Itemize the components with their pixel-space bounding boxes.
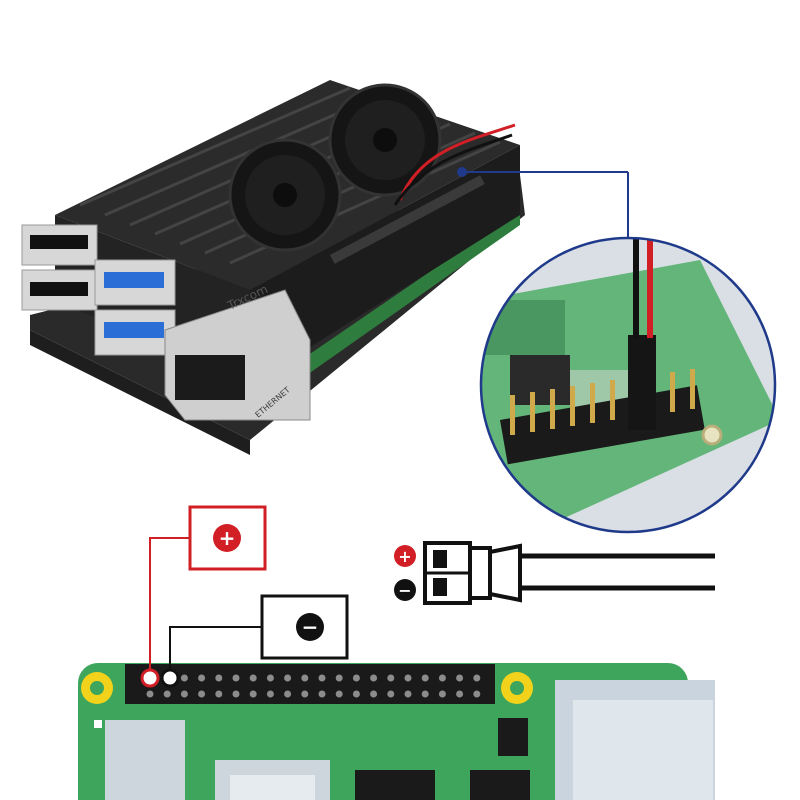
fan-icon bbox=[328, 83, 442, 197]
gpio-pin bbox=[266, 690, 274, 698]
gpio-pin bbox=[301, 674, 309, 682]
gpio-pin bbox=[473, 690, 481, 698]
heatsink-side bbox=[250, 145, 520, 385]
gpio-pin bbox=[404, 690, 412, 698]
case-bottom-edge bbox=[30, 330, 250, 455]
gpio-pin bbox=[456, 674, 464, 682]
plus-icon: + bbox=[213, 524, 241, 552]
negative-pin-marker bbox=[160, 668, 180, 688]
gpio-pin bbox=[198, 674, 206, 682]
zoom-detail bbox=[481, 238, 775, 532]
gpio-pin bbox=[318, 690, 326, 698]
gpio-pin bbox=[163, 690, 171, 698]
fan-icon bbox=[228, 138, 342, 252]
svg-text:+: + bbox=[398, 547, 411, 566]
negative-wire bbox=[160, 626, 262, 688]
gpio-pin bbox=[284, 690, 292, 698]
gpio-pin bbox=[335, 674, 343, 682]
gpio-header-diagram bbox=[125, 664, 495, 704]
gpio-pin bbox=[180, 674, 188, 682]
fan-wire-red bbox=[398, 123, 516, 201]
positive-label: + bbox=[188, 505, 267, 571]
gpio-pin bbox=[249, 690, 257, 698]
connector-plug-drawing bbox=[423, 541, 715, 605]
gpio-pin bbox=[387, 690, 395, 698]
positive-pin-marker bbox=[140, 668, 160, 688]
gpio-header bbox=[330, 175, 485, 264]
svg-text:−: − bbox=[398, 581, 411, 600]
gpio-pin bbox=[473, 674, 481, 682]
fan-wire-black bbox=[393, 133, 513, 206]
gpio-pin bbox=[352, 690, 360, 698]
gpio-pin bbox=[215, 674, 223, 682]
gpio-pin bbox=[318, 674, 326, 682]
negative-label: − bbox=[260, 594, 349, 660]
gpio-pin bbox=[438, 674, 446, 682]
zoom-fan-connector bbox=[628, 335, 656, 430]
gpio-pin bbox=[370, 674, 378, 682]
gpio-pin bbox=[301, 690, 309, 698]
usb-port-icon bbox=[21, 269, 98, 311]
gpio-pin bbox=[421, 674, 429, 682]
gpio-pin bbox=[266, 674, 274, 682]
zoom-ring bbox=[479, 236, 777, 534]
raspberry-pi-case-illustration: Trxcom ETHERNET bbox=[21, 80, 525, 455]
minus-icon: − bbox=[394, 579, 416, 601]
svg-text:−: − bbox=[302, 615, 319, 639]
svg-text:+: + bbox=[219, 526, 236, 550]
gpio-pin bbox=[232, 674, 240, 682]
minus-icon: − bbox=[296, 613, 324, 641]
gpio-pin bbox=[215, 690, 223, 698]
usb-port-icon bbox=[94, 309, 176, 356]
gpio-pin bbox=[438, 690, 446, 698]
gpio-pin bbox=[335, 690, 343, 698]
gpio-pin bbox=[180, 690, 188, 698]
gpio-pin bbox=[421, 690, 429, 698]
gpio-pin bbox=[284, 674, 292, 682]
gpio-pin bbox=[146, 690, 154, 698]
gpio-pin bbox=[249, 674, 257, 682]
usb-port-icon bbox=[21, 224, 98, 266]
zoom-pointer bbox=[457, 167, 629, 238]
pcb-edge bbox=[250, 210, 520, 415]
gpio-pin bbox=[198, 690, 206, 698]
ethernet-port-icon: Trxcom ETHERNET bbox=[164, 282, 311, 421]
gpio-pin bbox=[456, 690, 464, 698]
positive-wire bbox=[140, 537, 190, 688]
gpio-pin bbox=[370, 690, 378, 698]
gpio-pin bbox=[352, 674, 360, 682]
gpio-pin bbox=[404, 674, 412, 682]
plus-icon: + bbox=[394, 545, 416, 567]
gpio-pin bbox=[387, 674, 395, 682]
connector-legend: + − bbox=[394, 541, 715, 605]
usb-port-icon bbox=[94, 259, 176, 306]
gpio-pin bbox=[232, 690, 240, 698]
